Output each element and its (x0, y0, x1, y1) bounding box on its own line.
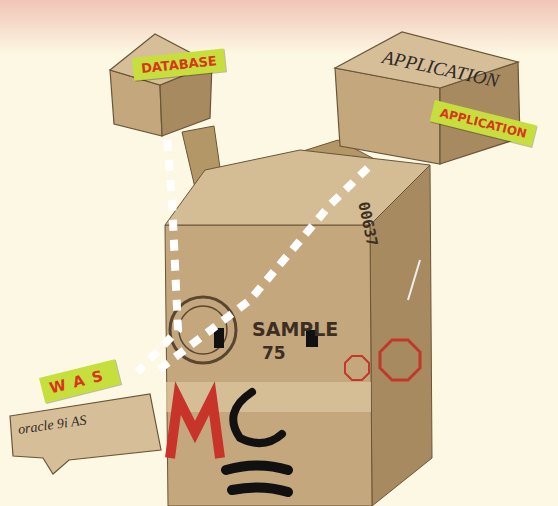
head-top-face (165, 150, 430, 225)
was-tag: WAS (39, 359, 121, 403)
box-print: SAMPLE (252, 318, 338, 340)
dotted-connector (138, 140, 178, 372)
top-band (0, 0, 558, 55)
packing-tape (166, 382, 371, 412)
dotted-connector (156, 168, 368, 372)
box-outline (330, 26, 550, 168)
box-face (10, 394, 161, 474)
box-outline (100, 28, 225, 140)
nose-scribble (233, 392, 282, 443)
mouth-lower (232, 487, 288, 492)
box-number: 75 (262, 343, 286, 363)
red-logo-mark (170, 398, 220, 458)
cardboard-box: WASoracle 9i AS (5, 372, 170, 476)
round-stamp-inner (179, 306, 227, 354)
left-eye (214, 328, 224, 348)
scratch-mark (408, 260, 420, 300)
mouth-upper (226, 466, 288, 471)
cardboard-box: DATABASE (100, 28, 225, 140)
round-stamp (170, 297, 236, 363)
cardboard-box: APPLICATIONAPPLICATION (330, 26, 550, 168)
head-front-face (165, 225, 372, 506)
octagon-stamp (380, 340, 420, 380)
octagon-stamp-small (345, 356, 369, 380)
